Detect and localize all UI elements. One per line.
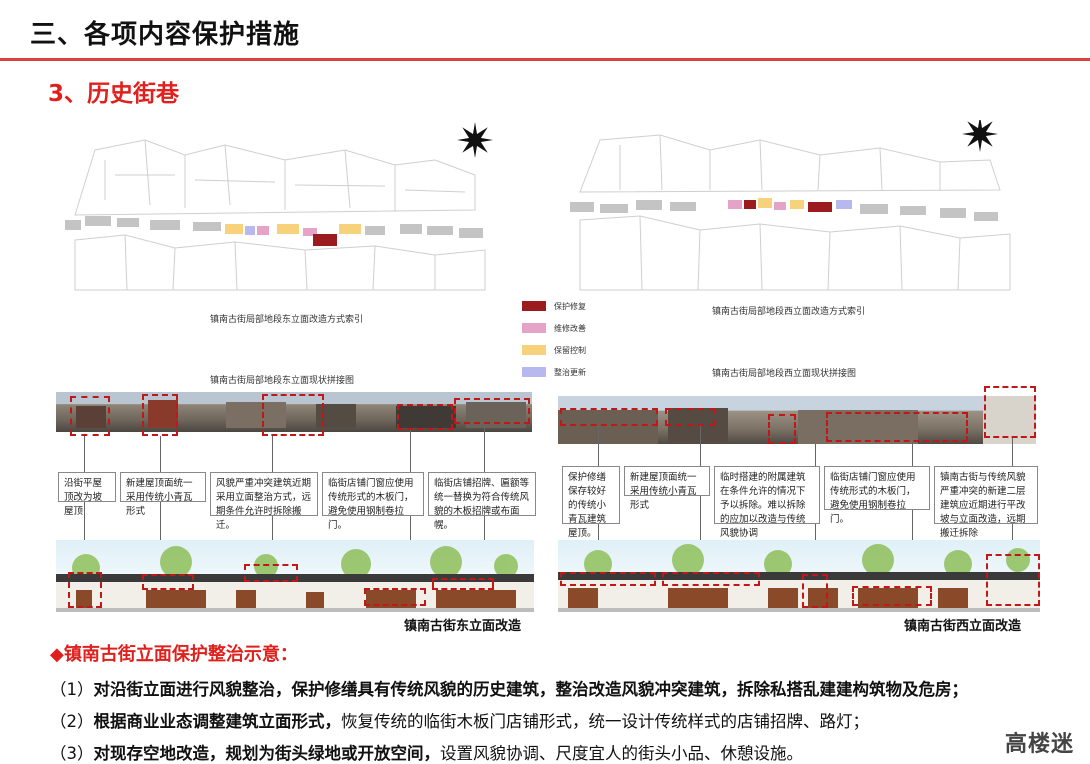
marker-box	[70, 396, 110, 436]
marker-box	[986, 554, 1040, 606]
connector-line	[84, 436, 85, 576]
west-street-photo	[558, 396, 1036, 444]
west-photo-caption: 镇南古街局部地段西立面现状拼接图	[712, 369, 857, 379]
legend-item: 保留控制	[522, 339, 586, 361]
note-west-2: 新建屋顶面统一采用传统小青瓦形式	[624, 466, 710, 511]
item-bold: 对现存空地改造，规划为街头绿地或开放空间，	[93, 744, 441, 763]
legend-swatch	[522, 367, 546, 377]
note-east-3: 风貌严重冲突建筑近期采用立面整治方式，远期条件允许时拆除搬迁。	[210, 472, 318, 531]
marker-box	[560, 408, 658, 426]
legend-item: 保护修复	[522, 295, 586, 317]
marker-box	[560, 572, 656, 586]
connector-line	[160, 436, 161, 576]
legend-swatch	[522, 345, 546, 355]
legend-label: 维修改善	[554, 323, 586, 333]
marker-box	[68, 572, 102, 608]
item-prefix: （2）	[50, 712, 94, 731]
watermark-logo: 高楼迷	[1004, 732, 1074, 757]
item-rest: 设置风貌协调、尺度宜人的街头小品、休憩设施。	[440, 744, 803, 763]
note-west-4: 临街店铺门窗应使用传统形式的木板门，避免使用钢制卷拉门。	[824, 466, 930, 525]
item-bold: 对沿街立面进行风貌整治，保护修缮具有传统风貌的历史建筑，整治改造风貌冲突建筑，拆…	[93, 680, 969, 699]
marker-box	[665, 408, 715, 426]
summary-item-1: （1）对沿街立面进行风貌整治，保护修缮具有传统风貌的历史建筑，整治改造风貌冲突建…	[50, 676, 968, 700]
summary-item-2: （2）根据商业业态调整建筑立面形式，恢复传统的临街木板门店铺形式，统一设计传统样…	[50, 708, 869, 732]
note-west-1: 保护修缮保存较好的传统小青瓦建筑屋顶。	[562, 466, 620, 539]
connector-line	[912, 442, 913, 582]
east-elevation-render	[56, 540, 534, 612]
note-east-5: 临街店铺招牌、匾额等统一替换为符合传统风貌的木板招牌或布面幌。	[428, 472, 536, 531]
legend: 保护修复 维修改善 保留控制 整治更新	[522, 295, 586, 383]
note-east-4: 临街店铺门窗应使用传统形式的木板门，避免使用钢制卷拉门。	[322, 472, 424, 531]
page-title: 三、各项内容保护措施	[30, 20, 301, 50]
connector-line	[700, 426, 701, 576]
header-divider	[0, 58, 1090, 61]
section-title: 3、历史街巷	[48, 81, 180, 107]
legend-item: 维修改善	[522, 317, 586, 339]
east-map-caption: 镇南古街局部地段东立面改造方式索引	[210, 315, 364, 325]
legend-item: 整治更新	[522, 361, 586, 383]
marker-box	[432, 578, 494, 590]
marker-box	[262, 394, 324, 436]
marker-box	[244, 564, 298, 582]
marker-box	[454, 398, 530, 424]
marker-box	[802, 574, 828, 608]
east-plan-map	[65, 122, 493, 291]
west-map-caption: 镇南古街局部地段西立面改造方式索引	[712, 307, 866, 317]
item-prefix: （3）	[50, 744, 94, 763]
item-rest: 恢复传统的临街木板门店铺形式，统一设计传统样式的店铺招牌、路灯；	[341, 712, 869, 731]
west-render-caption: 镇南古街西立面改造	[904, 619, 1022, 634]
summary-item-3: （3）对现存空地改造，规划为街头绿地或开放空间，设置风貌协调、尺度宜人的街头小品…	[50, 740, 803, 764]
marker-box	[364, 588, 426, 606]
legend-label: 保护修复	[554, 301, 586, 311]
note-west-5: 镇南古街与传统风貌严重冲突的新建二层建筑应近期进行平改坡与立面改造，远期搬迁拆除	[934, 466, 1038, 539]
marker-box	[852, 586, 932, 606]
marker-box	[768, 414, 796, 444]
marker-box	[826, 412, 968, 442]
west-plan-map	[570, 120, 1011, 291]
summary-heading: ◆镇南古街立面保护整治示意：	[50, 644, 298, 665]
marker-box	[984, 386, 1036, 438]
marker-box	[142, 574, 194, 590]
marker-box	[662, 572, 760, 586]
east-photo-caption: 镇南古街局部地段东立面现状拼接图	[210, 376, 355, 386]
item-prefix: （1）	[50, 680, 94, 699]
legend-label: 整治更新	[554, 367, 586, 377]
east-render-caption: 镇南古街东立面改造	[404, 619, 522, 634]
legend-label: 保留控制	[554, 345, 586, 355]
note-west-3: 临时搭建的附属建筑在条件允许的情况下予以拆除。难以拆除的应加以改造与传统风貌协调	[714, 466, 820, 539]
legend-swatch	[522, 301, 546, 311]
item-bold: 根据商业业态调整建筑立面形式，	[93, 712, 342, 731]
note-east-1: 沿街平屋顶改为坡屋顶	[58, 472, 116, 517]
marker-box	[397, 404, 453, 430]
legend-swatch	[522, 323, 546, 333]
note-east-2: 新建屋顶面统一采用传统小青瓦形式	[120, 472, 206, 517]
marker-box	[142, 394, 178, 436]
